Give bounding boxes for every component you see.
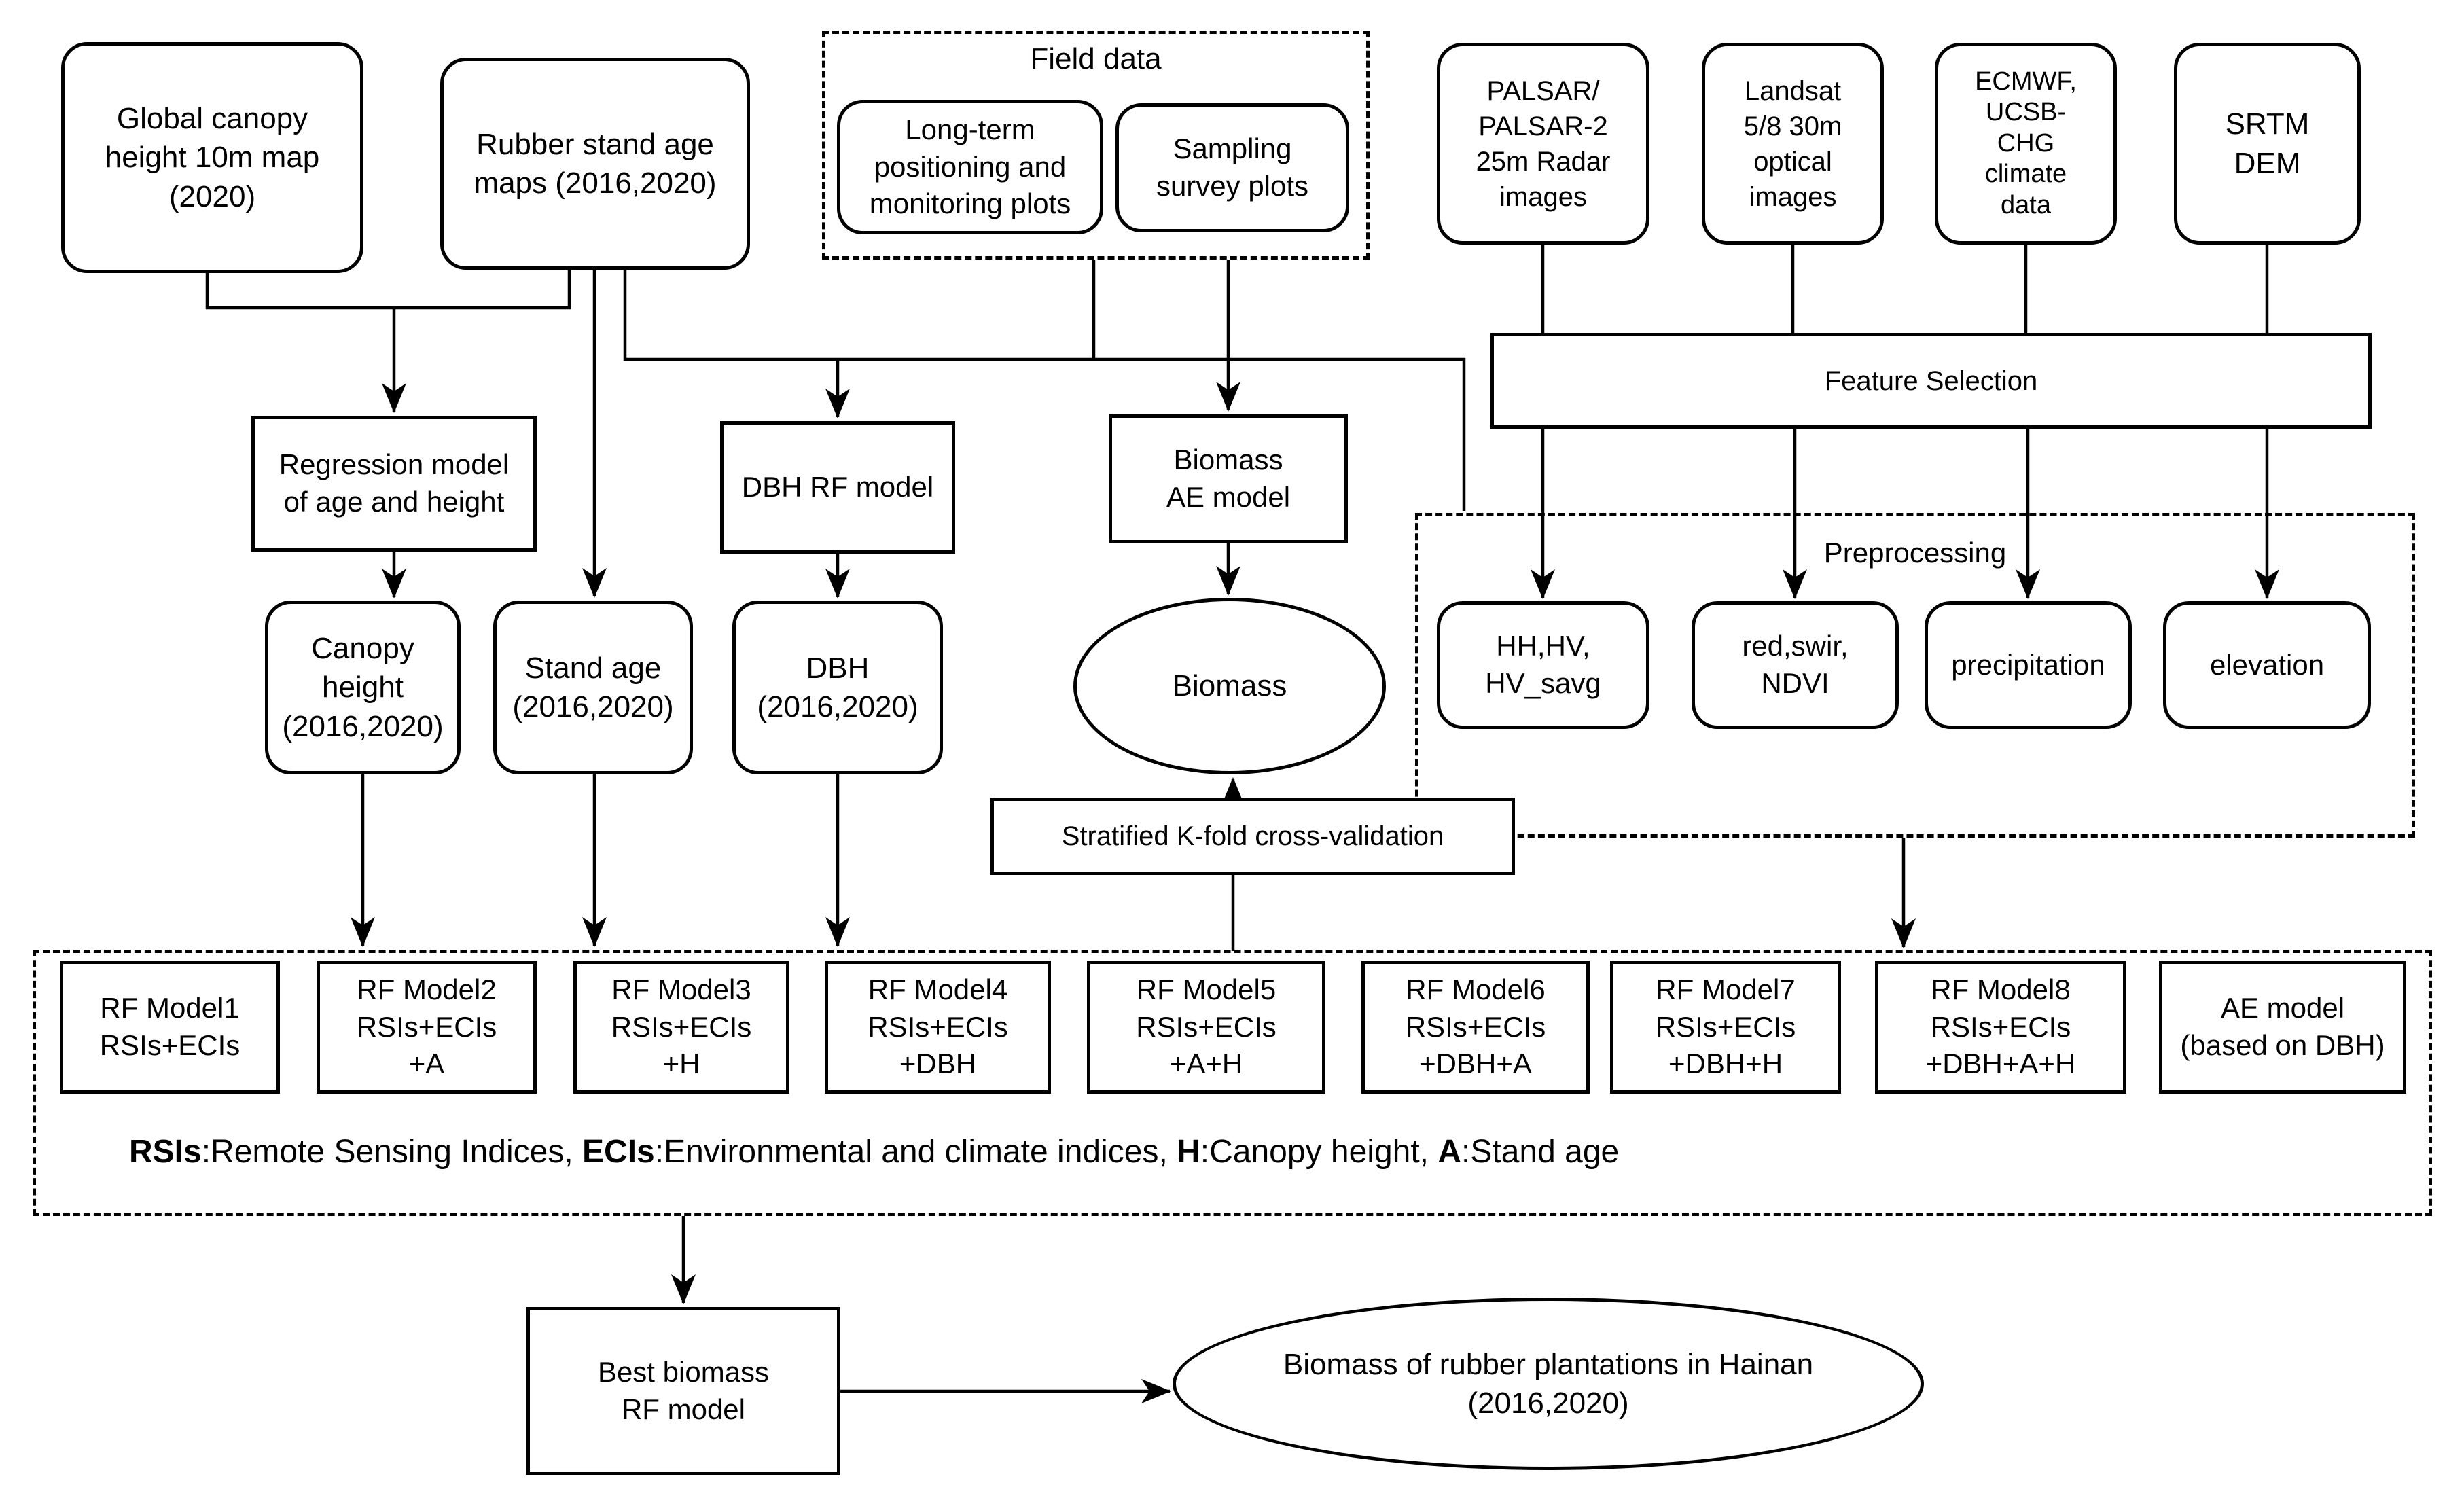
node-rf-model-8: RF Model8 RSIs+ECIs +DBH+A+H [1875,961,2126,1094]
legend-term-rsis: RSIs [129,1134,202,1170]
node-rf-model-5: RF Model5 RSIs+ECIs +A+H [1087,961,1325,1094]
node-sampling-survey-plots: Sampling survey plots [1115,103,1349,232]
node-rubber-stand-age-maps: Rubber stand age maps (2016,2020) [440,58,750,270]
node-precipitation: precipitation [1925,601,2132,729]
node-hh-hv-features: HH,HV, HV_savg [1437,601,1649,729]
node-rf-model-7: RF Model7 RSIs+ECIs +DBH+H [1610,961,1841,1094]
node-rf-model-2: RF Model2 RSIs+ECIs +A [317,961,537,1094]
legend-text: :Remote Sensing Indices, [201,1134,583,1170]
node-srtm-dem: SRTM DEM [2174,43,2361,245]
legend-text: :Canopy height, [1200,1134,1438,1170]
node-landsat-images: Landsat 5/8 30m optical images [1702,43,1884,245]
node-rf-model-4: RF Model4 RSIs+ECIs +DBH [825,961,1051,1094]
node-long-term-plots: Long-term positioning and monitoring plo… [837,100,1103,234]
node-global-canopy-map: Global canopy height 10m map (2020) [61,42,363,273]
node-canopy-height: Canopy height (2016,2020) [265,601,461,774]
legend-term-ecis: ECIs [582,1134,655,1170]
legend-term-a: A [1438,1134,1462,1170]
field-data-label: Field data [1030,42,1162,75]
node-dbh: DBH (2016,2020) [732,601,943,774]
node-best-biomass-rf-model: Best biomass RF model [526,1307,840,1475]
node-palsar-images: PALSAR/ PALSAR-2 25m Radar images [1437,43,1649,245]
node-stand-age: Stand age (2016,2020) [493,601,693,774]
node-ecmwf-climate-data: ECMWF, UCSB- CHG climate data [1935,43,2117,245]
node-feature-selection: Feature Selection [1490,333,2372,429]
legend-text: :Environmental and climate indices, [654,1134,1177,1170]
node-rf-model-6: RF Model6 RSIs+ECIs +DBH+A [1361,961,1590,1094]
node-final-output-ellipse: Biomass of rubber plantations in Hainan … [1173,1298,1924,1470]
node-biomass-ellipse: Biomass [1073,598,1386,774]
node-rf-model-3: RF Model3 RSIs+ECIs +H [573,961,789,1094]
legend-text: :Stand age [1461,1134,1620,1170]
node-regression-model: Regression model of age and height [251,416,537,552]
field-data-container [822,31,1370,260]
node-rf-model-1: RF Model1 RSIs+ECIs [60,961,280,1094]
legend-term-h: H [1177,1134,1200,1170]
node-dbh-rf-model: DBH RF model [720,421,955,554]
node-stratified-kfold: Stratified K-fold cross-validation [990,798,1515,875]
preprocessing-label: Preprocessing [1823,537,2007,569]
node-elevation: elevation [2163,601,2371,729]
node-red-swir-ndvi: red,swir, NDVI [1692,601,1899,729]
models-legend: RSIs:Remote Sensing Indices, ECIs:Enviro… [129,1133,1619,1170]
node-biomass-ae-model: Biomass AE model [1109,414,1348,543]
preprocessing-container [1415,513,2415,838]
node-ae-model: AE model (based on DBH) [2159,961,2406,1094]
models-container [33,950,2432,1216]
